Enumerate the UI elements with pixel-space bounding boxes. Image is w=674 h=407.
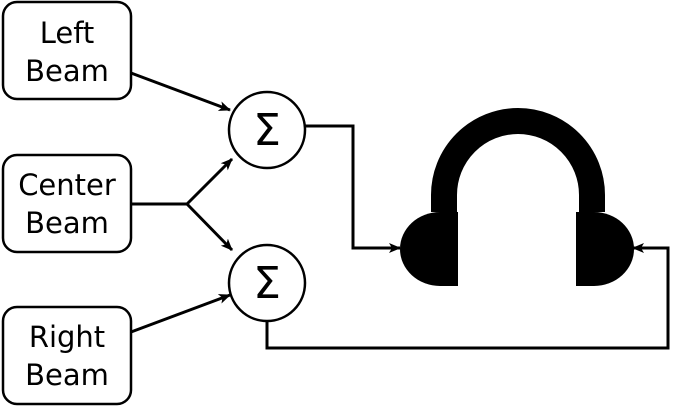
arrow-right-to-bottom [130,293,231,334]
center-beam-line2: Beam [25,206,109,240]
summer-top: Σ [227,90,307,170]
left-beam-line2: Beam [25,54,109,88]
center-beam-box: Center Beam [1,153,133,254]
center-beam-line1: Center [18,168,116,202]
arrow-center-to-bottom [185,202,234,252]
connections [130,71,670,350]
summer-bottom: Σ [227,243,307,323]
left-beam-line1: Left [40,16,95,50]
arrow-bottom-to-right-ear [265,243,670,350]
right-beam-box: Right Beam [1,305,133,406]
left-beam-box: Left Beam [1,0,133,101]
arrow-left-to-top [130,71,231,112]
left-ear-cup [400,212,458,286]
sigma-top: Σ [253,105,281,156]
right-ear-cup [576,212,634,286]
arrow-center-to-top [185,157,234,206]
right-beam-line1: Right [29,320,105,354]
headband [431,108,605,212]
right-beam-line2: Beam [25,358,109,392]
arrow-top-to-left-ear [305,124,401,253]
headphones-icon [400,108,634,286]
sigma-bottom: Σ [253,258,281,309]
